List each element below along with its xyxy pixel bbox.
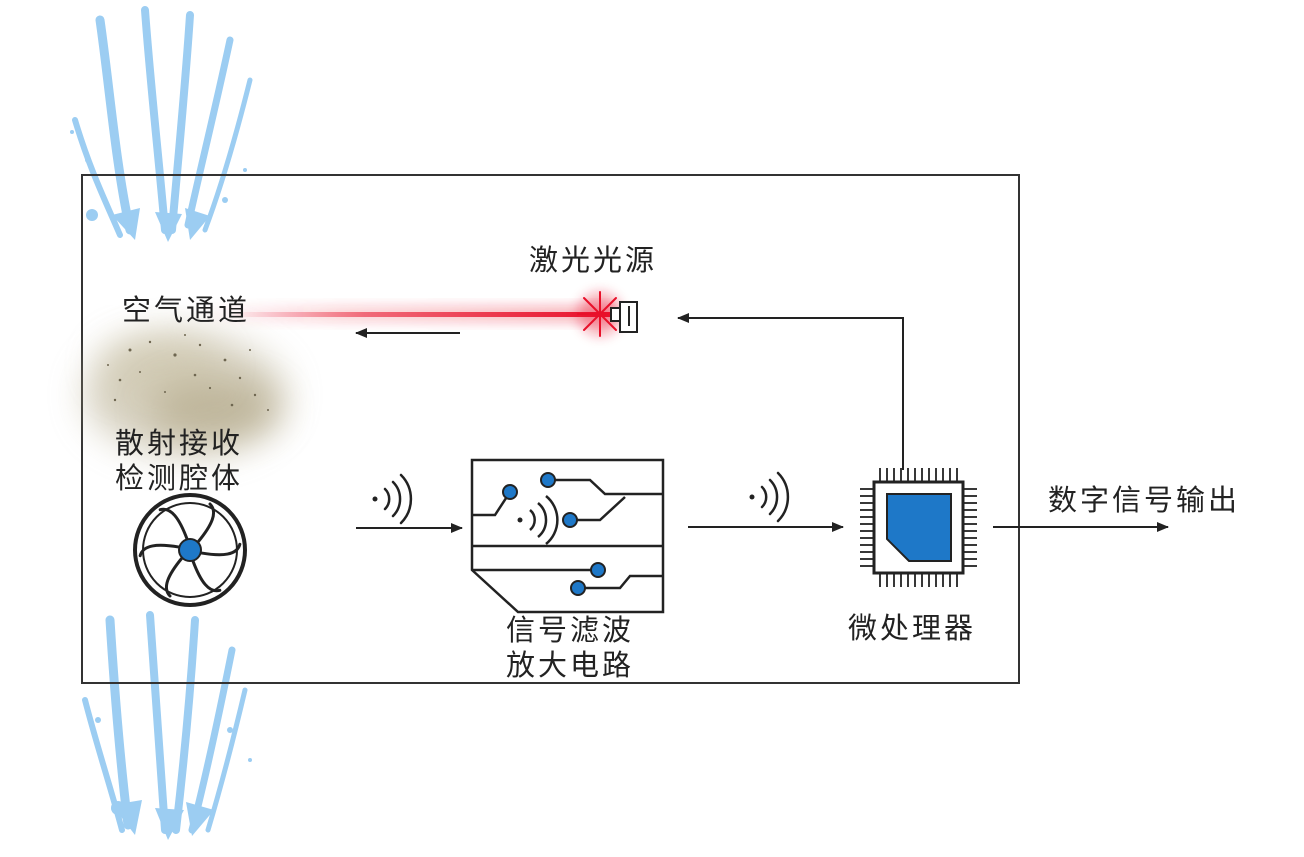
control-line-to-laser — [677, 313, 904, 470]
scatter-chamber-label-1: 散射接收 — [115, 426, 243, 460]
laser-source-label: 激光光源 — [529, 243, 657, 277]
circuit-board-icon — [470, 458, 665, 614]
digital-output-label: 数字信号输出 — [1048, 483, 1240, 517]
airflow-top — [70, 6, 253, 242]
airflow-bottom — [82, 611, 252, 840]
laser-beam — [195, 291, 623, 337]
sensor-housing — [81, 174, 1020, 684]
chip-icon — [860, 468, 977, 587]
microprocessor-label: 微处理器 — [848, 611, 976, 645]
laser-emitter-icon — [610, 301, 638, 333]
air-channel-label: 空气通道 — [122, 293, 250, 327]
signal-wave-icon-2 — [749, 471, 790, 523]
filter-amp-label-1: 信号滤波 — [506, 613, 634, 647]
scatter-chamber-label-2: 检测腔体 — [115, 461, 243, 495]
fan-icon — [133, 493, 247, 607]
filter-amp-label-2: 放大电路 — [506, 648, 634, 682]
signal-wave-icon — [372, 473, 413, 525]
dust-cloud — [85, 334, 285, 455]
